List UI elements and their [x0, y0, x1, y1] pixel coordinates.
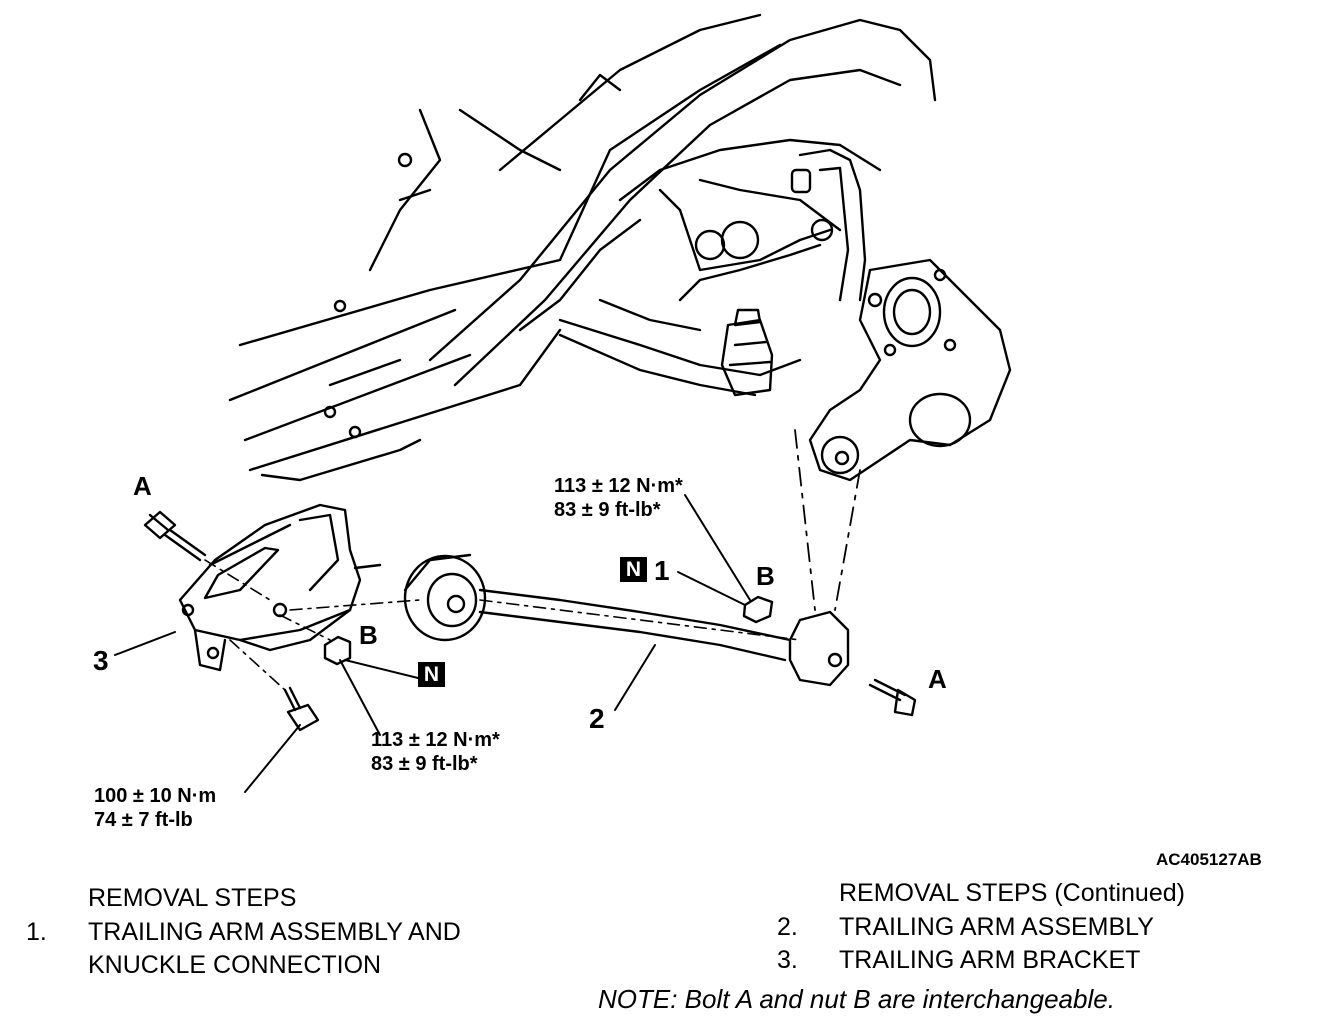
step-number-2: 2.	[777, 913, 798, 941]
step-text-1-line2: KNUCKLE CONNECTION	[88, 951, 382, 979]
bolt-a-left	[143, 510, 207, 562]
step-text-3: TRAILING ARM BRACKET	[839, 946, 1141, 974]
torque-metric: 113 ± 12 N·m*	[371, 729, 500, 751]
removal-steps-continued-title: REMOVAL STEPS (Continued)	[839, 879, 1185, 907]
torque-metric: 100 ± 10 N·m	[94, 785, 217, 807]
removal-steps-title: REMOVAL STEPS	[88, 884, 297, 912]
ball-joint	[720, 308, 774, 397]
knuckle	[808, 258, 1012, 482]
callout-3: 3	[93, 645, 109, 676]
bracket-bolt	[283, 686, 320, 732]
new-part-mark-top: N	[620, 557, 647, 582]
nut-b-top	[742, 595, 774, 624]
trailing-arm-bracket	[178, 503, 382, 672]
lower-arm	[558, 298, 802, 397]
callout-2: 2	[589, 703, 605, 734]
step-number-1: 1.	[26, 918, 47, 946]
bolt-a-label-right: A	[928, 664, 947, 694]
trailing-arm	[403, 553, 850, 687]
upper-linkage	[618, 138, 882, 302]
nut-b-label-bottom: B	[359, 620, 378, 650]
callout-1: 1	[654, 555, 670, 586]
torque-imperial: 83 ± 9 ft-lb*	[554, 499, 661, 521]
interchangeable-note: NOTE: Bolt A and nut B are interchangeab…	[598, 984, 1115, 1014]
bolt-a-right	[868, 678, 917, 717]
leader-lines	[114, 494, 751, 793]
crossmember	[428, 13, 937, 387]
figure-code: AC405127AB	[1156, 850, 1262, 869]
step-text-2: TRAILING ARM ASSEMBLY	[839, 913, 1154, 941]
torque-imperial: 83 ± 9 ft-lb*	[371, 753, 478, 775]
nut-b-label-top: B	[756, 561, 775, 591]
bolt-a-label-left: A	[133, 471, 152, 501]
nut-b-bottom	[323, 635, 352, 666]
torque-spec-bracket-bolt: 100 ± 10 N·m 74 ± 7 ft-lb	[94, 784, 216, 832]
step-text-1-line1: TRAILING ARM ASSEMBLY AND	[88, 918, 461, 946]
torque-spec-nut-bottom: 113 ± 12 N·m* 83 ± 9 ft-lb*	[371, 728, 500, 776]
torque-imperial: 74 ± 7 ft-lb	[94, 809, 193, 831]
torque-spec-nut-top: 113 ± 12 N·m* 83 ± 9 ft-lb*	[554, 474, 683, 522]
step-number-3: 3.	[777, 946, 798, 974]
knuckle-guide-lines	[794, 429, 861, 611]
body-floor-panel	[228, 43, 782, 482]
new-part-mark-bottom: N	[418, 662, 445, 687]
torque-metric: 113 ± 12 N·m*	[554, 475, 683, 497]
bolt-paths	[204, 559, 801, 691]
